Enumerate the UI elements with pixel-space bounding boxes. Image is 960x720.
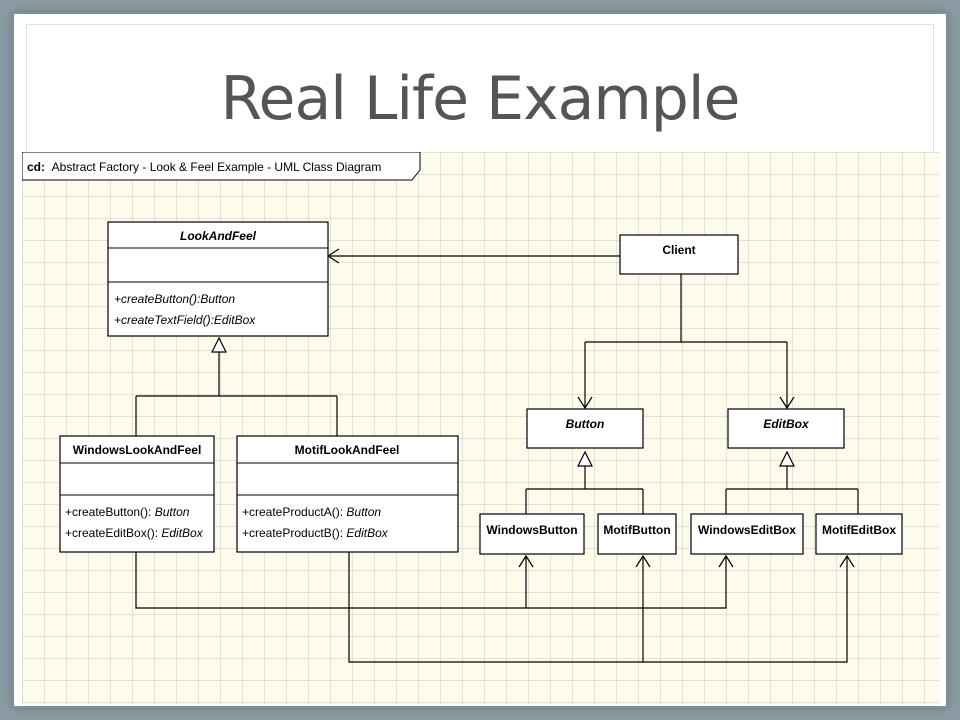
class-motifbutton-name: MotifButton (603, 523, 670, 537)
class-motiflookandfeel: MotifLookAndFeel +createProductA(): Butt… (236, 435, 459, 553)
connectors (135, 248, 859, 663)
class-button: Button (526, 408, 644, 449)
slide-title-frame (26, 24, 934, 153)
arrowhead-editbox (779, 396, 795, 410)
arrowhead-motifeditbox (839, 554, 855, 568)
class-lookandfeel-name: LookAndFeel (180, 229, 257, 243)
dependency-motiflookandfeel (348, 552, 848, 663)
class-motifbutton: MotifButton (597, 513, 677, 555)
slide-title: Real Life Example (220, 64, 741, 134)
class-windowsbutton-name: WindowsButton (486, 523, 577, 537)
class-windowseditbox-name: WindowsEditBox (698, 523, 796, 537)
arrowhead-button (577, 396, 593, 410)
diagram-frame-kind: cd: (27, 160, 45, 174)
class-editbox-name: EditBox (763, 417, 810, 431)
class-windowslookandfeel: WindowsLookAndFeel +createButton(): Butt… (59, 435, 215, 553)
class-windowslookandfeel-op-0: +createButton(): Button (65, 505, 190, 519)
uml-class-diagram: cd: Abstract Factory - Look & Feel Examp… (22, 152, 940, 704)
class-lookandfeel: LookAndFeel +createButton():Button +crea… (107, 221, 329, 337)
dependency-windowslookandfeel (135, 552, 727, 609)
class-motiflookandfeel-name: MotifLookAndFeel (295, 443, 400, 457)
class-windowseditbox: WindowsEditBox (690, 513, 804, 555)
class-motiflookandfeel-op-0: +createProductA(): Button (242, 505, 381, 519)
class-lookandfeel-op-0: +createButton():Button (114, 292, 235, 306)
arrowhead-windowsbutton (518, 554, 534, 568)
class-windowslookandfeel-op-1: +createEditBox(): EditBox (65, 526, 204, 540)
diagram-frame-tab: cd: Abstract Factory - Look & Feel Examp… (22, 152, 421, 181)
class-windowslookandfeel-name: WindowsLookAndFeel (73, 443, 202, 457)
arrowhead-motifbutton (635, 554, 651, 568)
class-editbox: EditBox (727, 408, 845, 449)
class-client-name: Client (662, 243, 695, 257)
class-motiflookandfeel-op-1: +createProductB(): EditBox (242, 526, 389, 540)
svg-text:cd: Abstract Factory - L: cd: Abstract Factory - Look & Feel Examp… (27, 160, 381, 174)
class-motifeditbox: MotifEditBox (815, 513, 903, 555)
class-button-name: Button (566, 417, 605, 431)
class-windowsbutton: WindowsButton (479, 513, 585, 555)
diagram-frame-label: Abstract Factory - Look & Feel Example -… (52, 160, 382, 174)
generalization-triangle-button (577, 450, 593, 467)
arrowhead-windowseditbox (718, 554, 734, 568)
class-lookandfeel-op-1: +createTextField():EditBox (114, 313, 256, 327)
generalization-triangle-editbox (779, 450, 795, 467)
generalization-triangle-lookandfeel (211, 336, 227, 353)
class-motifeditbox-name: MotifEditBox (822, 523, 896, 537)
class-client: Client (619, 234, 739, 275)
